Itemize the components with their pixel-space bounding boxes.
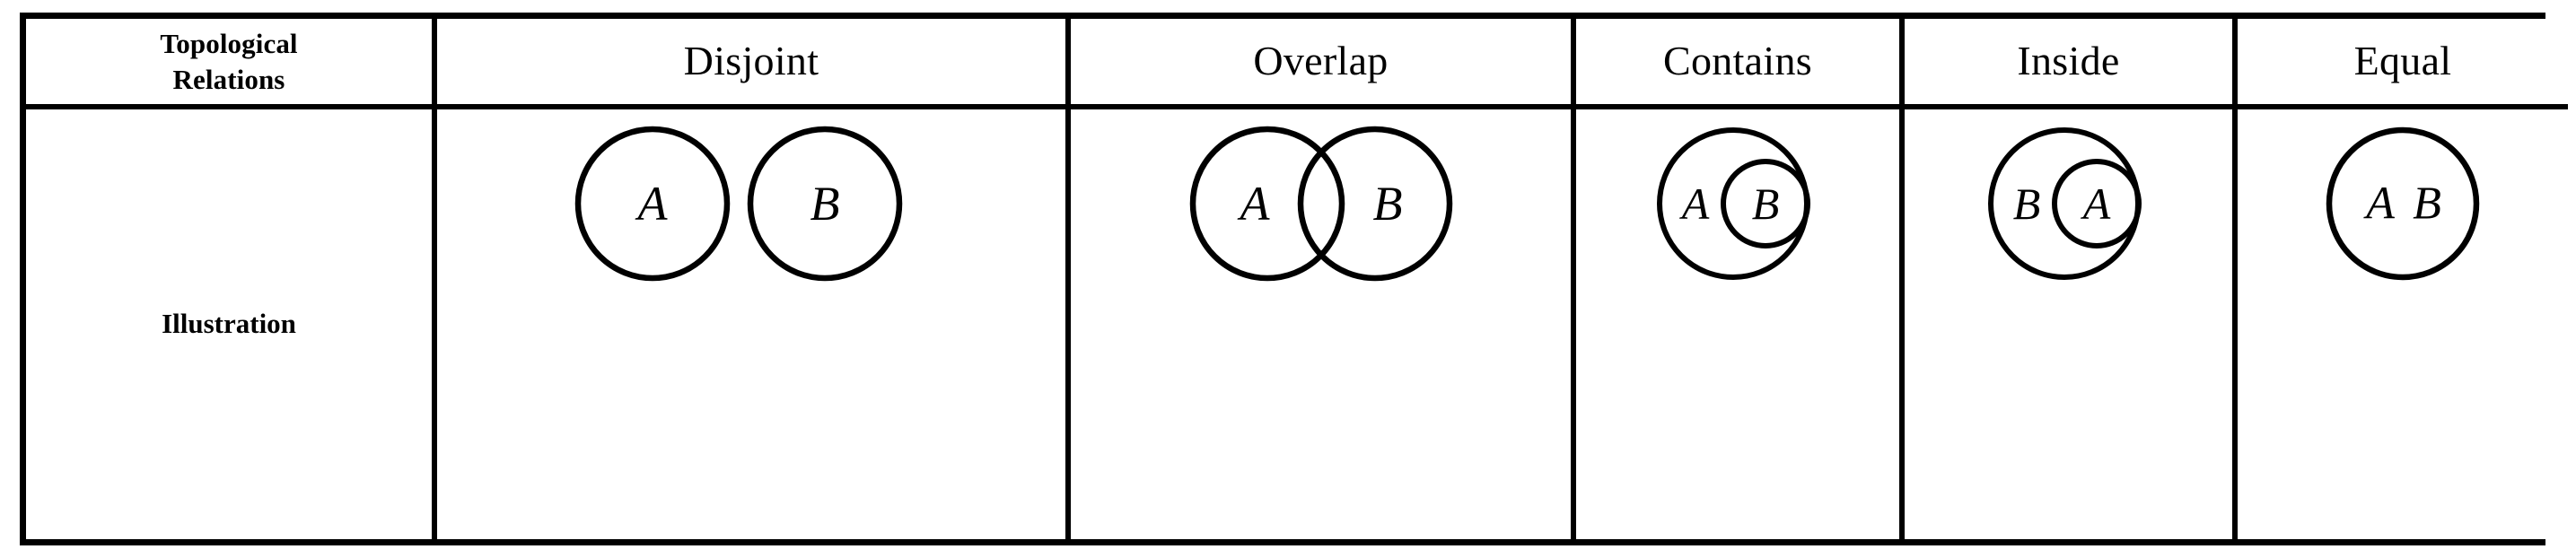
circle-b (1297, 126, 1452, 282)
table-header-row: Topological Relations Disjoint Overlap C… (26, 19, 2568, 110)
illustration-cell-overlap: A B (1068, 107, 1576, 539)
set-label-a: A (2363, 179, 2395, 230)
venn-contains-svg: A B (1657, 127, 1810, 281)
set-label-a: A (635, 177, 669, 231)
header-cell-contains: Contains (1573, 19, 1905, 110)
venn-inside-svg: B A (1987, 127, 2142, 281)
set-label-b: B (1372, 177, 1402, 231)
venn-inside: B A (1905, 109, 2232, 539)
illustration-cell-inside: B A (1902, 107, 2238, 539)
header-cell-topological-relations: Topological Relations (26, 19, 437, 110)
illustration-cell-equal: A B (2235, 107, 2568, 539)
column-label-equal: Equal (2353, 38, 2452, 84)
topological-relations-table: Topological Relations Disjoint Overlap C… (20, 13, 2568, 545)
venn-equal: A B (2238, 109, 2568, 539)
set-label-a: A (1679, 179, 1710, 229)
set-label-b: B (810, 177, 840, 231)
illustration-cell-contains: A B (1573, 107, 1905, 539)
set-label-b: B (2413, 179, 2441, 230)
circle-a (1189, 126, 1345, 282)
header-cell-overlap: Overlap (1068, 19, 1576, 110)
venn-overlap: A B (1071, 109, 1571, 539)
row-label-cell-illustration: Illustration (26, 107, 437, 539)
circle-ab (2326, 126, 2480, 281)
header-cell-equal: Equal (2235, 19, 2568, 110)
circle-a (574, 126, 731, 282)
relations-table: Topological Relations Disjoint Overlap C… (26, 19, 2568, 539)
venn-contains: A B (1576, 109, 1899, 539)
circle-a-inner (2051, 159, 2142, 249)
venn-overlap-svg: A B (1189, 126, 1452, 282)
column-label-disjoint: Disjoint (683, 38, 819, 84)
header-cell-inside: Inside (1902, 19, 2238, 110)
row-label-illustration: Illustration (162, 308, 296, 340)
set-label-b: B (2012, 179, 2040, 229)
circle-b-inner (1721, 159, 1810, 249)
illustration-cell-disjoint: A B (434, 107, 1071, 539)
set-label-a: A (1237, 177, 1270, 231)
table-illustration-row: Illustration A B (26, 107, 2568, 539)
header-corner-line1: Topological (160, 27, 298, 59)
column-label-inside: Inside (2017, 38, 2120, 84)
set-label-b: B (1752, 179, 1780, 229)
header-corner-label: Topological Relations (26, 26, 432, 97)
header-corner-line2: Relations (172, 63, 285, 95)
circle-b (747, 126, 903, 282)
set-label-a: A (2080, 179, 2110, 229)
header-cell-disjoint: Disjoint (434, 19, 1071, 110)
column-label-contains: Contains (1663, 38, 1812, 84)
venn-disjoint-svg: A B (574, 126, 903, 282)
venn-equal-svg: A B (2326, 126, 2480, 281)
venn-disjoint: A B (437, 109, 1065, 539)
column-label-overlap: Overlap (1253, 38, 1389, 84)
